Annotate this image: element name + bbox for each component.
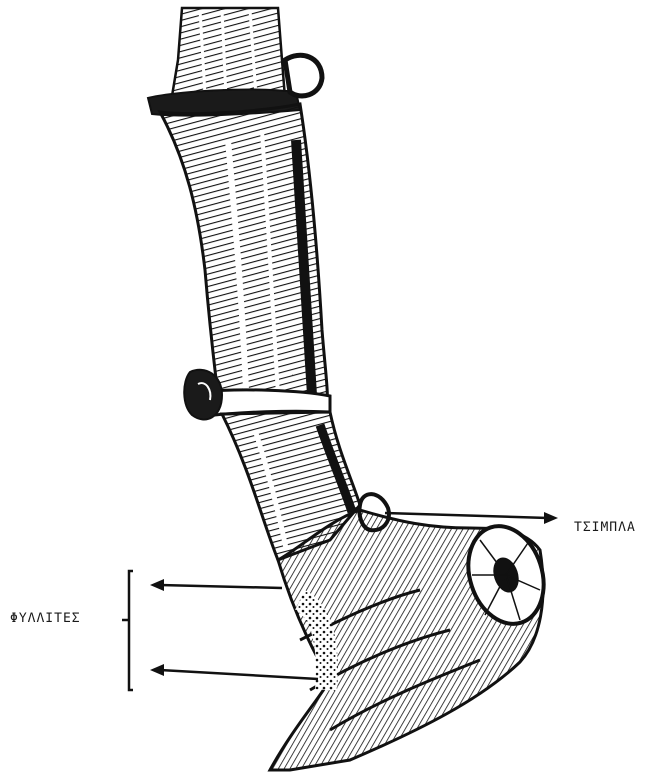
main-internode <box>160 104 327 412</box>
arrow-leaf-scar-lower <box>150 664 318 679</box>
leaf-scar-bracket <box>122 571 133 690</box>
bud-label: ΤΣΙΜΠΛΑ <box>574 520 636 535</box>
arrow-leaf-scar-upper <box>150 579 282 591</box>
leaf-scars-label: ΦΥΛΛΙΤΕΣ <box>10 611 81 626</box>
